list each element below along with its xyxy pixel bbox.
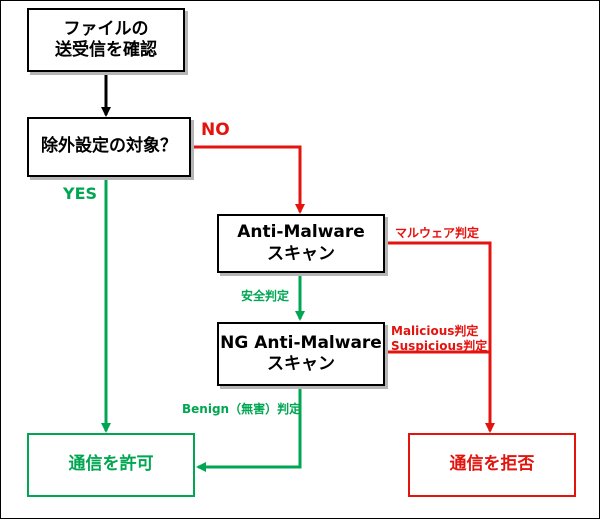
label-malware-verdict: マルウェア判定 (395, 226, 480, 240)
label-safe-verdict: 安全判定 (241, 289, 290, 303)
node-antimalware-scan: Anti-Malware スキャン (217, 214, 385, 273)
node-deny-communication: 通信を拒否 (408, 433, 576, 497)
node-allow-communication: 通信を許可 (27, 433, 195, 497)
node-ng-antimalware-scan: NG Anti-Malware スキャン (217, 322, 385, 386)
label-suspicious-verdict: Suspicious判定 (391, 339, 488, 353)
node-check-transfer: ファイルの 送受信を確認 (27, 8, 185, 72)
arrow-benign-to-allow (196, 388, 302, 472)
label-malicious-verdict: Malicious判定 (391, 324, 479, 338)
node-exclusion-decision: 除外設定の対象？ (27, 117, 191, 177)
label-no: NO (201, 120, 230, 140)
label-yes: YES (63, 184, 98, 203)
label-benign-verdict: Benign（無害）判定 (182, 402, 302, 416)
arrow-malware-to-deny (385, 241, 495, 433)
arrow-no-to-antimalware (191, 145, 305, 214)
